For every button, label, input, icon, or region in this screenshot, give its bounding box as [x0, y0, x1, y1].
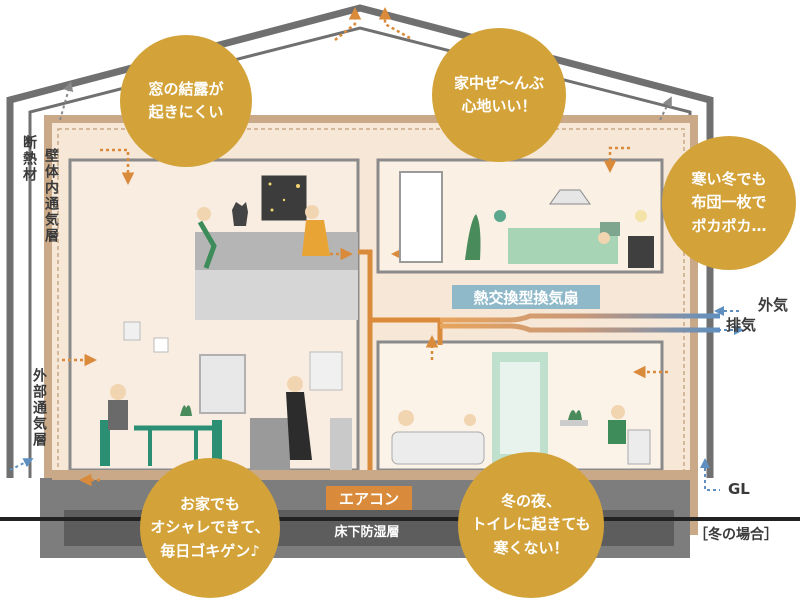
lamp-icon	[549, 189, 591, 205]
bubble-comfort: 家中ぜ〜んぶ 心地いい！	[432, 28, 566, 162]
plant-icon	[180, 405, 192, 416]
label-outer-air-layer: 外部通気層	[31, 368, 47, 448]
living-dining-scene	[100, 321, 352, 470]
label-outside-air: 外気	[758, 296, 789, 314]
toilet-icon	[627, 429, 651, 465]
bath-icon	[391, 431, 485, 465]
label-floor-layer: 床下防湿層	[334, 524, 400, 540]
person-icon	[287, 376, 303, 392]
person-icon	[110, 384, 126, 400]
label-ground-level: GL	[728, 480, 750, 498]
label-heat-exchanger: 熱交換型換気扇	[452, 285, 600, 309]
bubble-stylish: お家でも オシャレできて、 毎日ゴキゲン♪	[140, 458, 280, 598]
plant-icon	[465, 214, 481, 260]
label-aircon: エアコン	[326, 486, 412, 510]
room-airflow-arrows	[62, 146, 668, 487]
attic-vent-arrows	[9, 7, 672, 471]
person-icon	[305, 205, 319, 219]
cat-icon	[232, 202, 248, 226]
label-insulation: 断熱材	[21, 135, 37, 183]
person-icon	[611, 405, 625, 419]
label-exhaust: 排気	[726, 316, 757, 334]
bubble-condensation: 窓の結露が 起きにくい	[120, 35, 252, 167]
label-wall-air-layer: 壁体内通気層	[43, 148, 59, 244]
mezzanine-scene	[197, 175, 330, 269]
door-icon	[399, 171, 443, 263]
label-season-note: ［冬の場合］	[694, 527, 778, 543]
bubble-futon: 寒い冬でも 布団一枚で ポカポカ…	[662, 136, 796, 270]
person-icon	[398, 410, 414, 426]
bedroom-furniture	[399, 171, 654, 268]
ventilation-duct	[358, 249, 744, 491]
bathroom-scene	[391, 352, 651, 465]
kitchen-icon	[250, 418, 290, 470]
bubble-toilet: 冬の夜、 トイレに起きても 寒くない！	[458, 452, 604, 598]
person-icon	[197, 207, 211, 221]
plant-icon	[568, 410, 582, 420]
